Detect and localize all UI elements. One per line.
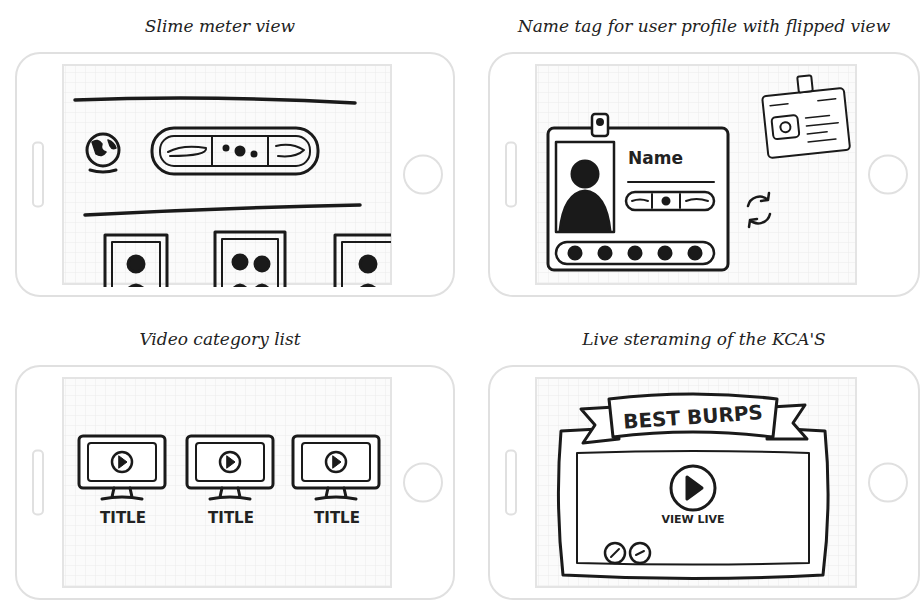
phone-home-button xyxy=(869,156,907,194)
video-monitor: TITLE xyxy=(78,435,168,535)
video-monitor: TITLE xyxy=(186,435,276,535)
name-label: Name xyxy=(628,148,720,168)
phone-screen xyxy=(63,65,391,284)
phone-side-button xyxy=(506,451,516,515)
phone-home-button xyxy=(404,464,442,502)
phone-screen xyxy=(63,378,391,587)
play-circle xyxy=(112,452,132,472)
screen-heading: Name tag for user profile with flipped v… xyxy=(488,16,920,36)
live-frame-sketch xyxy=(558,394,828,579)
phone-frame: Slime meter view xyxy=(15,52,455,297)
phone-home-button xyxy=(869,464,907,502)
phone-body xyxy=(489,366,919,599)
phone-frame: Live steraming of the KCA'SBEST BURPSVIE… xyxy=(488,365,920,600)
phone-home-button xyxy=(404,156,442,194)
phone-side-button xyxy=(506,143,516,207)
play-circle xyxy=(220,452,240,472)
video-title: TITLE xyxy=(186,509,276,527)
phone-body xyxy=(16,53,454,296)
live-video-frame: BEST BURPSVIEW LIVE xyxy=(553,393,833,581)
name-tag-card: Name xyxy=(548,128,728,270)
play-circle xyxy=(326,452,346,472)
video-frame-outer xyxy=(558,427,828,579)
phone-side-button xyxy=(33,143,43,207)
video-monitor: TITLE xyxy=(292,435,382,535)
phone-screen xyxy=(536,378,856,587)
monitor-bezel xyxy=(293,436,379,488)
monitor-bezel xyxy=(79,436,165,488)
phone-body xyxy=(489,53,919,296)
monitor-screen xyxy=(302,443,370,481)
screen-heading: Live steraming of the KCA'S xyxy=(488,329,920,349)
phone-frame: Name tag for user profile with flipped v… xyxy=(488,52,920,297)
screen-heading: Slime meter view xyxy=(55,16,385,36)
play-triangle xyxy=(119,456,127,468)
monitor-screen xyxy=(88,443,156,481)
screen-heading: Video category list xyxy=(55,329,385,349)
phone-body xyxy=(16,366,454,599)
phone-frame: Video category listTITLETITLETITLE xyxy=(15,365,455,600)
play-triangle xyxy=(333,456,341,468)
monitor-stand xyxy=(316,488,356,499)
phone-side-button xyxy=(33,451,43,515)
video-title: TITLE xyxy=(78,509,168,527)
video-frame-inner xyxy=(577,451,809,565)
monitor-icon xyxy=(79,436,165,499)
phone-screen xyxy=(536,65,856,284)
monitor-screen xyxy=(196,443,264,481)
monitor-icon xyxy=(187,436,273,499)
card-outline xyxy=(548,128,728,270)
phone-frame-outline xyxy=(15,52,455,297)
monitor-stand xyxy=(102,488,142,499)
monitor-icon xyxy=(293,436,379,499)
video-title: TITLE xyxy=(292,509,382,527)
monitor-stand xyxy=(210,488,250,499)
view-live-label: VIEW LIVE xyxy=(643,513,743,526)
monitor-bezel xyxy=(187,436,273,488)
play-triangle xyxy=(227,456,235,468)
